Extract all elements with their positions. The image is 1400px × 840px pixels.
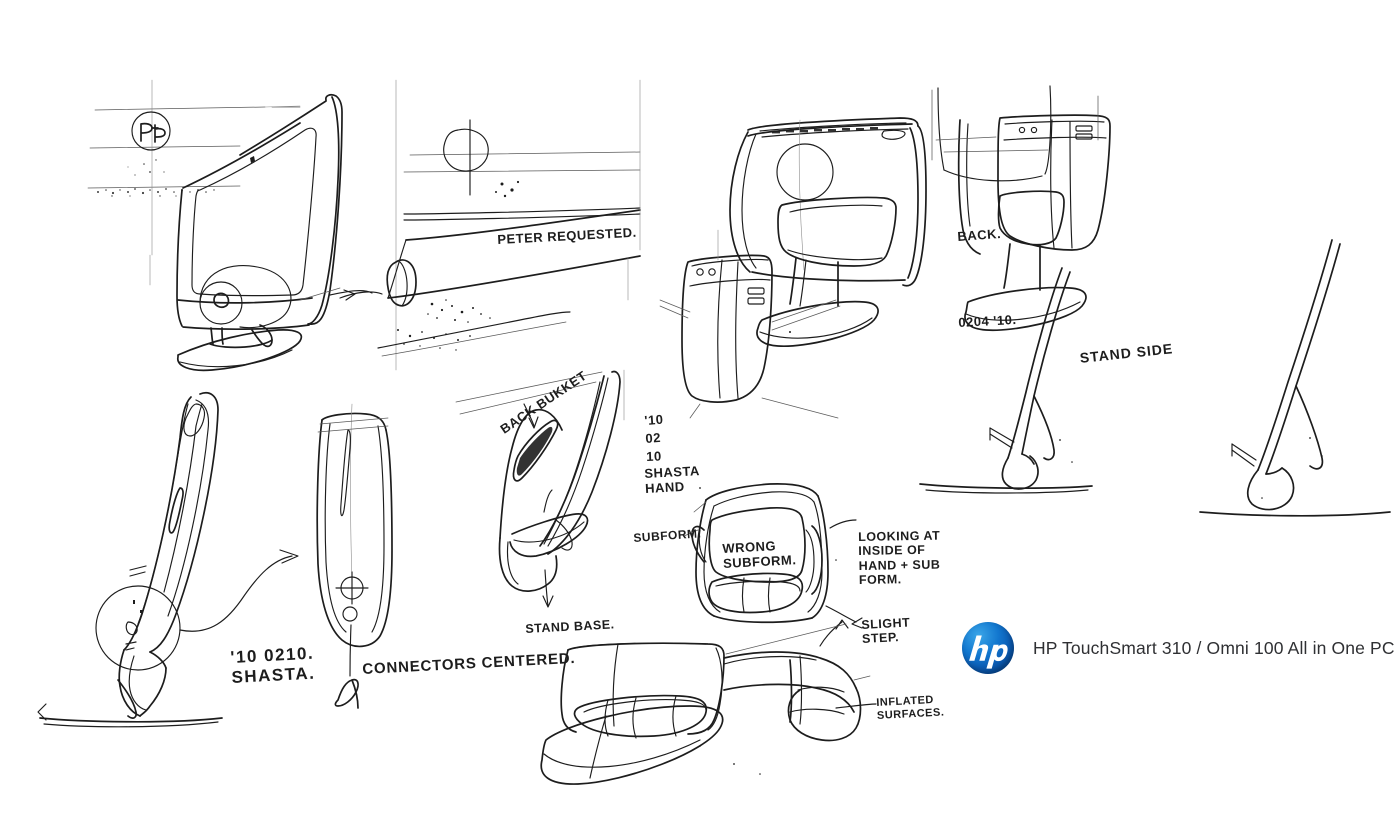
brand-lockup: HP TouchSmart 310 / Omni 100 All in One … [962, 622, 1395, 674]
annotation-date-0204-10: 0204 '10. [957, 311, 1017, 330]
sketch-stand-side-profile-large [1199, 239, 1391, 517]
annotation-date-10-0210-shasta: '10 0210. SHASTA. [230, 643, 316, 687]
sketch-bezel-detail-study [339, 79, 641, 371]
product-caption: HP TouchSmart 310 / Omni 100 All in One … [1033, 637, 1395, 658]
hp-logo-icon [962, 622, 1014, 674]
annotation-date-10-02-10-mid: 02 [644, 429, 662, 446]
annotation-date-10-02-10-top: '10 [643, 411, 664, 428]
sketch-back-bucket-geometry [455, 369, 625, 608]
annotation-looking-at-label: LOOKING AT INSIDE OF HAND + SUB FORM. [858, 528, 941, 588]
sketch-stand-side-profile [919, 267, 1093, 494]
sketch-rear-three-quarter-view [729, 85, 1052, 348]
sketch-stand-base-plan [316, 403, 393, 709]
sketch-side-profile-thin-display [37, 391, 299, 728]
sketch-front-three-quarter-display [87, 79, 373, 372]
annotation-wrong-subform-label: WRONG SUBFORM. [721, 538, 797, 571]
annotation-back-view-label: BACK. [956, 225, 1002, 244]
sketch-connector-panel-detail [659, 229, 841, 419]
hp-wordmark-glyph [969, 635, 1008, 669]
annotation-inflated-surfaces: INFLATED SURFACES. [876, 693, 945, 722]
sketch-inflated-surface-study [540, 619, 877, 785]
annotation-date-10-02-10-bottom: 10 [645, 448, 662, 464]
annotation-shasta-hand-label: SHASTA HAND [643, 463, 701, 496]
annotation-slight-step-label: SLIGHT STEP. [861, 615, 911, 647]
sketch-back-view-with-ports [931, 89, 1111, 332]
sketch-hand-subform-study [683, 483, 863, 629]
